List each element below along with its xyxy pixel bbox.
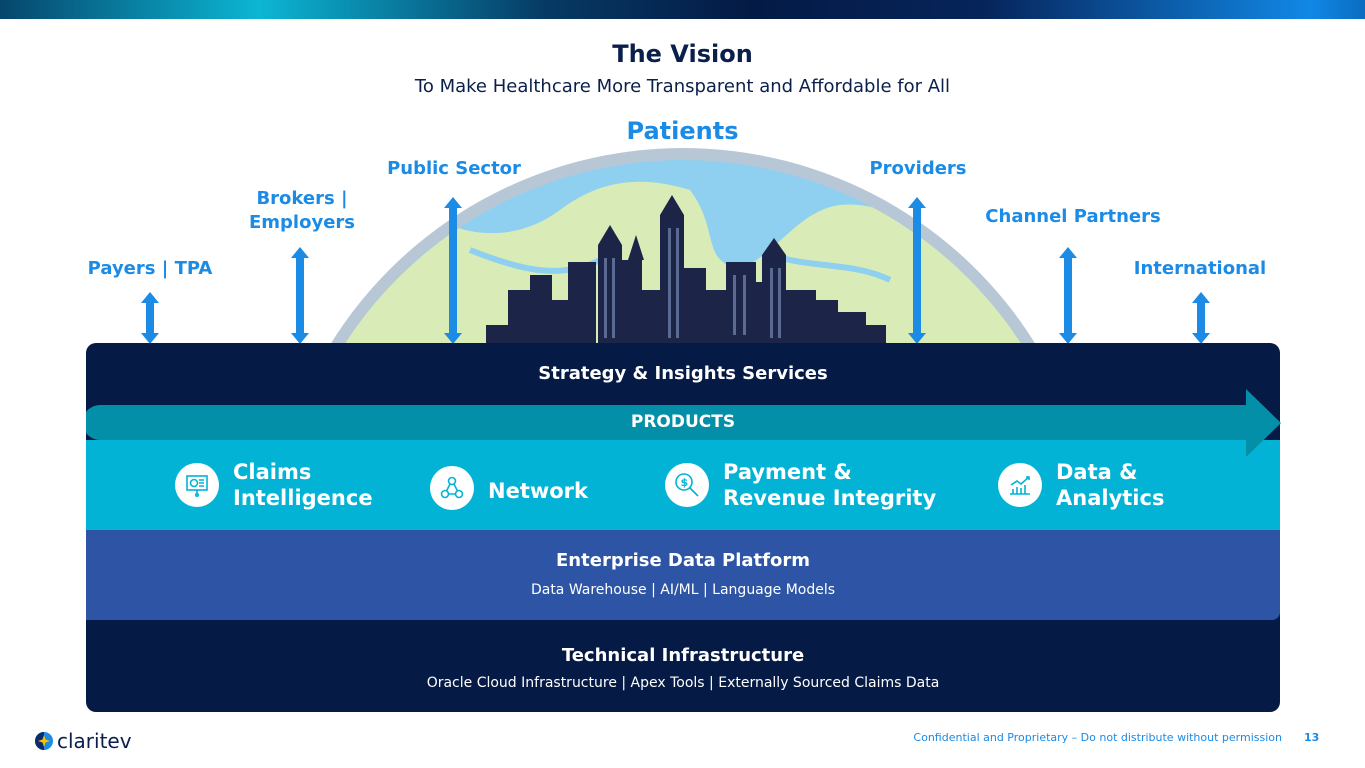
page-number: 13 [1304, 731, 1320, 744]
product-claims-intelligence[interactable]: Claims Intelligence [175, 459, 373, 511]
enterprise-title: Enterprise Data Platform [556, 550, 810, 571]
platform-stack: Strategy & Insights Services Enterprise … [86, 343, 1280, 712]
stakeholder-payers-tpa: Payers | TPA [87, 258, 213, 279]
dollar-search-icon: $ [665, 463, 709, 507]
stakeholder-arrows [141, 197, 1210, 344]
double-arrow-icon [141, 292, 159, 344]
logo-text: claritev [57, 729, 132, 753]
svg-text:$: $ [681, 476, 689, 489]
product-label: Claims Intelligence [233, 460, 373, 510]
patients-label: Patients [626, 117, 739, 145]
stakeholder-channel-partners: Channel Partners [985, 206, 1161, 227]
city-skyline [486, 195, 886, 344]
technical-title: Technical Infrastructure [561, 645, 805, 666]
presentation-chart-icon [175, 463, 219, 507]
globe-skyline-illustration [330, 148, 1036, 344]
enterprise-subtitle: Data Warehouse | AI/ML | Language Models [530, 582, 836, 598]
claritev-logo-icon [35, 732, 53, 750]
stakeholder-international: International [1133, 258, 1267, 279]
product-payment-revenue-integrity[interactable]: $ Payment & Revenue Integrity [665, 459, 936, 511]
stakeholder-providers: Providers [869, 158, 967, 179]
double-arrow-icon [1059, 247, 1077, 344]
technical-subtitle: Oracle Cloud Infrastructure | Apex Tools… [426, 675, 940, 691]
page-title: The Vision [612, 40, 753, 68]
top-gradient-bar [0, 0, 1365, 19]
page-subtitle: To Make Healthcare More Transparent and … [414, 76, 951, 97]
product-label: Network [488, 479, 589, 503]
claritev-logo: claritev [34, 729, 132, 753]
double-arrow-icon [444, 197, 462, 344]
stakeholder-brokers-employers: Brokers | Employers [248, 188, 355, 233]
product-label: Payment & Revenue Integrity [723, 460, 937, 510]
network-nodes-icon [430, 466, 474, 510]
double-arrow-icon [1192, 292, 1210, 344]
double-arrow-icon [291, 247, 309, 344]
product-network[interactable]: Network [430, 466, 589, 510]
products-arrow [86, 389, 1281, 457]
stakeholder-public-sector: Public Sector [387, 158, 521, 179]
enterprise-band [86, 530, 1280, 620]
product-data-analytics[interactable]: Data & Analytics [998, 459, 1164, 511]
confidential-notice: Confidential and Proprietary – Do not di… [913, 731, 1282, 744]
product-label: Data & Analytics [1056, 460, 1165, 510]
strategy-insights-band: Strategy & Insights Services [538, 363, 828, 384]
products-label: PRODUCTS [630, 412, 736, 432]
double-arrow-icon [908, 197, 926, 344]
bar-chart-trend-icon [998, 463, 1042, 507]
